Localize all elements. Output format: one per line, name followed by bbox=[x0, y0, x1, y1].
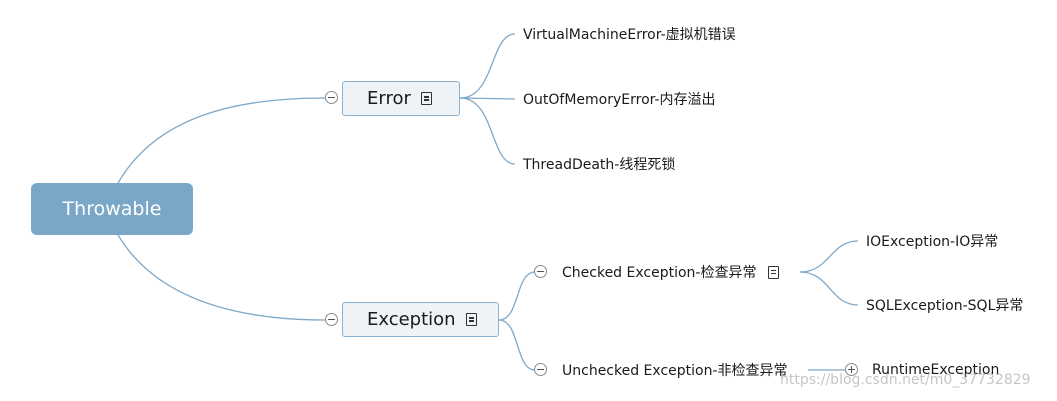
error-node[interactable]: Error bbox=[342, 81, 460, 116]
error-collapse-icon[interactable] bbox=[325, 91, 338, 104]
leaf-io-exception[interactable]: IOException-IO异常 bbox=[866, 231, 998, 251]
leaf-virtual-machine-error[interactable]: VirtualMachineError-虚拟机错误 bbox=[523, 24, 736, 44]
error-note-icon[interactable] bbox=[420, 92, 432, 105]
runtime-expand-icon[interactable] bbox=[845, 363, 858, 376]
leaf-label: VirtualMachineError-虚拟机错误 bbox=[523, 27, 736, 43]
watermark-text: https://blog.csdn.net/m0_37732829 bbox=[780, 372, 1031, 388]
leaf-label: IOException-IO异常 bbox=[866, 234, 999, 250]
exception-label: Exception bbox=[367, 309, 456, 330]
leaf-thread-death[interactable]: ThreadDeath-线程死锁 bbox=[523, 154, 675, 174]
unchecked-exception-node[interactable]: Unchecked Exception-非检查异常 bbox=[562, 360, 788, 380]
exception-node[interactable]: Exception bbox=[342, 302, 499, 337]
leaf-runtime-exception[interactable]: RuntimeException bbox=[872, 360, 999, 380]
checked-exception-node[interactable]: Checked Exception-检查异常 bbox=[562, 262, 780, 282]
unchecked-collapse-icon[interactable] bbox=[534, 363, 547, 376]
leaf-label: RuntimeException bbox=[872, 362, 1000, 378]
root-label: Throwable bbox=[62, 198, 162, 220]
checked-label: Checked Exception-检查异常 bbox=[562, 265, 757, 281]
error-label: Error bbox=[367, 88, 411, 109]
exception-note-icon[interactable] bbox=[465, 313, 477, 326]
exception-collapse-icon[interactable] bbox=[325, 313, 338, 326]
unchecked-label: Unchecked Exception-非检查异常 bbox=[562, 363, 788, 379]
leaf-label: SQLException-SQL异常 bbox=[866, 298, 1024, 314]
leaf-sql-exception[interactable]: SQLException-SQL异常 bbox=[866, 295, 1023, 315]
checked-collapse-icon[interactable] bbox=[534, 265, 547, 278]
leaf-out-of-memory-error[interactable]: OutOfMemoryError-内存溢出 bbox=[523, 89, 716, 109]
leaf-label: ThreadDeath-线程死锁 bbox=[523, 157, 676, 173]
root-node-throwable[interactable]: Throwable bbox=[31, 183, 193, 235]
leaf-label: OutOfMemoryError-内存溢出 bbox=[523, 92, 716, 108]
checked-note-icon[interactable] bbox=[768, 265, 780, 279]
